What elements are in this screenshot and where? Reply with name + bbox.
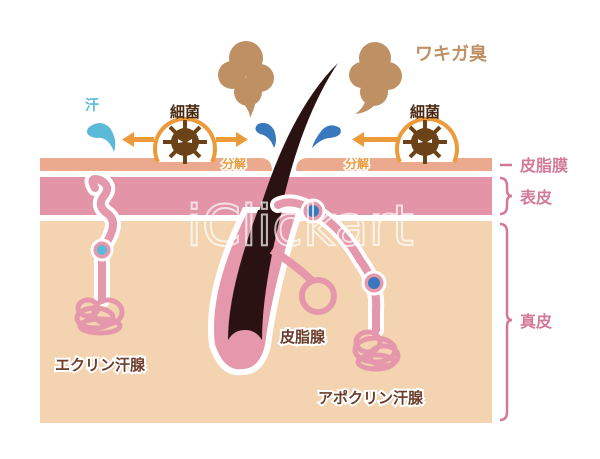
sebaceous-gland-label: 皮脂腺 <box>280 328 326 346</box>
odor-cloud-left <box>218 41 274 118</box>
eccrine-gland <box>74 171 125 336</box>
sebum-film-label: 皮脂膜 <box>519 156 568 175</box>
bacteria-right <box>395 117 459 164</box>
sweat-drop-icon <box>87 123 116 152</box>
hair-shaft <box>258 63 338 215</box>
odor-cloud-right <box>349 42 402 114</box>
decompose-label-right: 分解 <box>345 156 369 171</box>
dermis-label: 真皮 <box>520 312 552 331</box>
bacteria-label-left: 細菌 <box>170 103 200 121</box>
sweat-drop-icon <box>312 125 341 148</box>
apocrine-gland <box>270 194 401 372</box>
sebum-film-right <box>296 158 492 171</box>
sebaceous-gland <box>269 246 337 315</box>
watermark: iClickart <box>186 194 413 259</box>
sweat-drop-icon <box>255 122 276 148</box>
eccrine-gland-label: エクリン汗腺 <box>55 356 146 374</box>
apocrine-gland-label: アポクリン汗腺 <box>318 389 424 407</box>
decompose-label-left: 分解 <box>222 156 246 171</box>
bacteria-label-right: 細菌 <box>410 103 440 121</box>
sweat-label: 汗 <box>85 97 99 114</box>
bacteria-left <box>153 117 217 164</box>
odor-label: ワキガ臭 <box>415 43 487 65</box>
arrow-icon <box>122 132 400 147</box>
layer-brackets <box>499 163 513 422</box>
epidermis-label: 表皮 <box>519 188 552 207</box>
